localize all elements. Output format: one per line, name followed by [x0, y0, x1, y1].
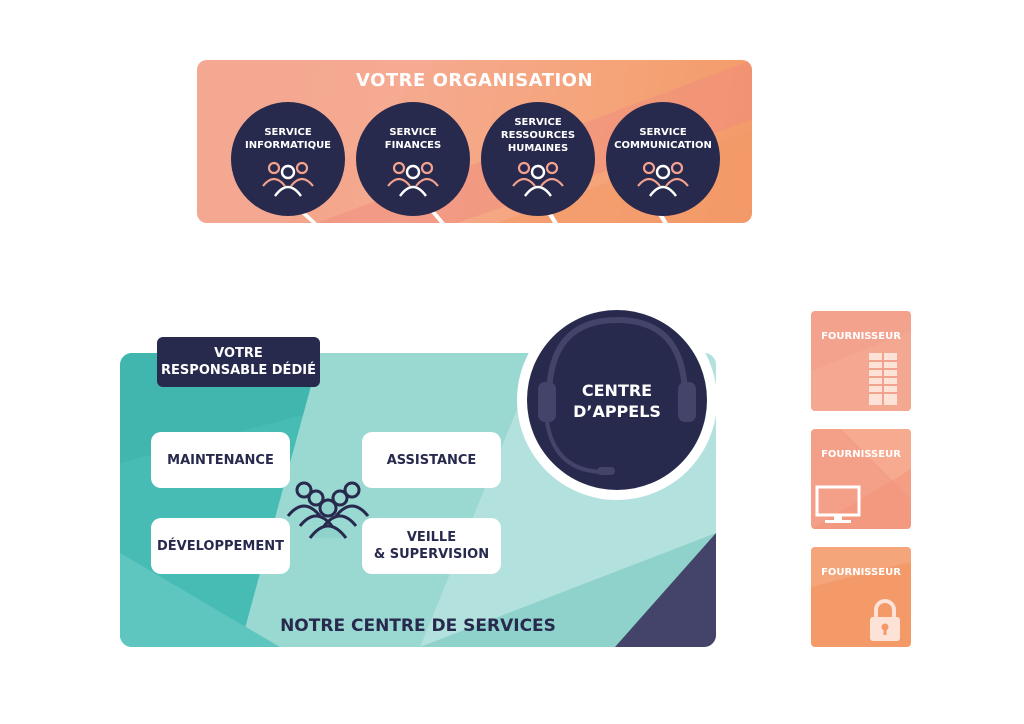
- services-centre-title: NOTRE CENTRE DE SERVICES: [280, 616, 556, 636]
- building-icon: [869, 353, 897, 405]
- supplier-label: FOURNISSEUR: [821, 567, 901, 578]
- watch-label-line1: VEILLE: [406, 530, 457, 545]
- department-label-line3: HUMAINES: [507, 143, 569, 154]
- department-finances: SERVICE FINANCES: [356, 102, 470, 216]
- development-card: DÉVELOPPEMENT: [151, 518, 290, 574]
- supplier-building: FOURNISSEUR: [811, 311, 911, 411]
- dedicated-manager-line2: RESPONSABLE DÉDIÉ: [161, 363, 316, 378]
- call-centre-line1: CENTRE: [581, 381, 653, 400]
- call-centre: [527, 310, 707, 490]
- call-centre-label: CENTRE D’APPELS: [527, 380, 707, 422]
- department-label-line1: SERVICE: [514, 117, 562, 128]
- supplier-label: FOURNISSEUR: [821, 449, 901, 460]
- assistance-label: ASSISTANCE: [386, 452, 477, 468]
- maintenance-card: MAINTENANCE: [151, 432, 290, 488]
- people-group-icon: [387, 161, 439, 197]
- department-label-line2: RESSOURCES: [500, 130, 576, 141]
- people-group-icon: [512, 161, 564, 197]
- department-label-line2: INFORMATIQUE: [244, 140, 332, 151]
- headset-icon: [538, 316, 696, 475]
- department-it: SERVICE INFORMATIQUE: [231, 102, 345, 216]
- maintenance-label: MAINTENANCE: [167, 452, 274, 468]
- call-centre-line2: D’APPELS: [573, 402, 661, 421]
- dedicated-manager-tag: VOTRE RESPONSABLE DÉDIÉ: [157, 337, 320, 387]
- people-group-icon: [262, 161, 314, 197]
- watch-label-line2: & SUPERVISION: [373, 547, 490, 562]
- padlock-icon: [870, 599, 900, 641]
- supplier-padlock: FOURNISSEUR: [811, 547, 911, 647]
- department-label-line1: SERVICE: [639, 127, 687, 138]
- supplier-label: FOURNISSEUR: [821, 331, 901, 342]
- department-label-line1: SERVICE: [264, 127, 312, 138]
- department-label-line1: SERVICE: [389, 127, 437, 138]
- development-label: DÉVELOPPEMENT: [157, 538, 284, 554]
- dedicated-manager-line1: VOTRE: [214, 346, 263, 361]
- supplier-background: [811, 547, 911, 587]
- watch-supervision-card: VEILLE & SUPERVISION: [362, 518, 501, 574]
- supplier-monitor: FOURNISSEUR: [811, 429, 911, 529]
- team-icon: [286, 481, 370, 539]
- department-hr: SERVICE RESSOURCES HUMAINES: [481, 102, 595, 216]
- assistance-card: ASSISTANCE: [362, 432, 501, 488]
- department-communication: SERVICE COMMUNICATION: [606, 102, 720, 216]
- monitor-icon: [815, 485, 861, 523]
- department-label-line2: FINANCES: [384, 140, 442, 151]
- organisation-title: VOTRE ORGANISATION: [355, 70, 594, 91]
- people-group-icon: [637, 161, 689, 197]
- department-label-line2: COMMUNICATION: [614, 140, 712, 151]
